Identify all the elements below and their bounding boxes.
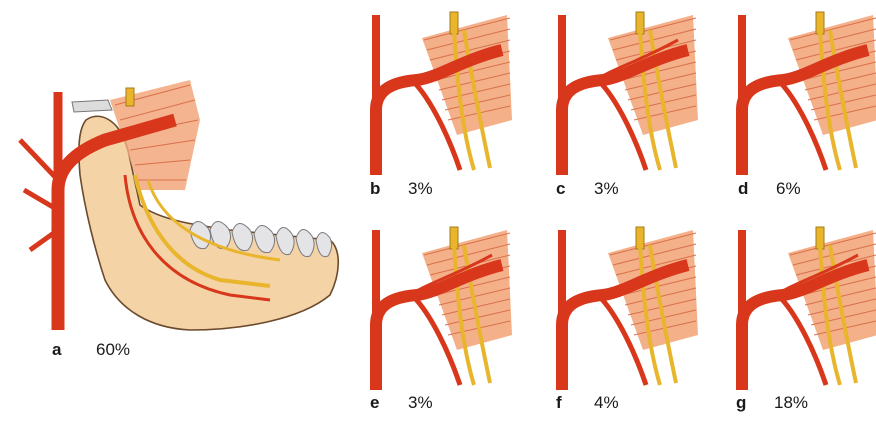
panel-percent: 60% [96, 341, 130, 358]
panel-b [362, 10, 512, 175]
artery-branch [20, 140, 58, 180]
panel-d [728, 10, 876, 175]
panel-letter: d [738, 180, 748, 197]
panel-c-illustration [548, 10, 698, 175]
panel-percent: 18% [774, 394, 808, 411]
panel-letter: b [370, 180, 380, 197]
panel-a-illustration [0, 80, 360, 350]
panel-d-illustration [728, 10, 876, 175]
panel-percent: 6% [776, 180, 801, 197]
panel-g-illustration [728, 225, 876, 390]
panel-f [548, 225, 698, 390]
panel-f-illustration [548, 225, 698, 390]
panel-g [728, 225, 876, 390]
nerve [126, 88, 134, 106]
panel-b-illustration [362, 10, 512, 175]
panel-c [548, 10, 698, 175]
panel-letter: g [736, 394, 746, 411]
panel-e [362, 225, 512, 390]
panel-letter: f [556, 394, 562, 411]
panel-percent: 3% [408, 180, 433, 197]
panel-letter: e [370, 394, 379, 411]
panel-percent: 3% [408, 394, 433, 411]
panel-a [0, 80, 360, 350]
mandible-bone [79, 116, 338, 330]
condyle [72, 100, 112, 112]
panel-letter: c [556, 180, 565, 197]
panel-letter: a [52, 341, 61, 358]
panel-percent: 3% [594, 180, 619, 197]
panel-e-illustration [362, 225, 512, 390]
panel-percent: 4% [594, 394, 619, 411]
